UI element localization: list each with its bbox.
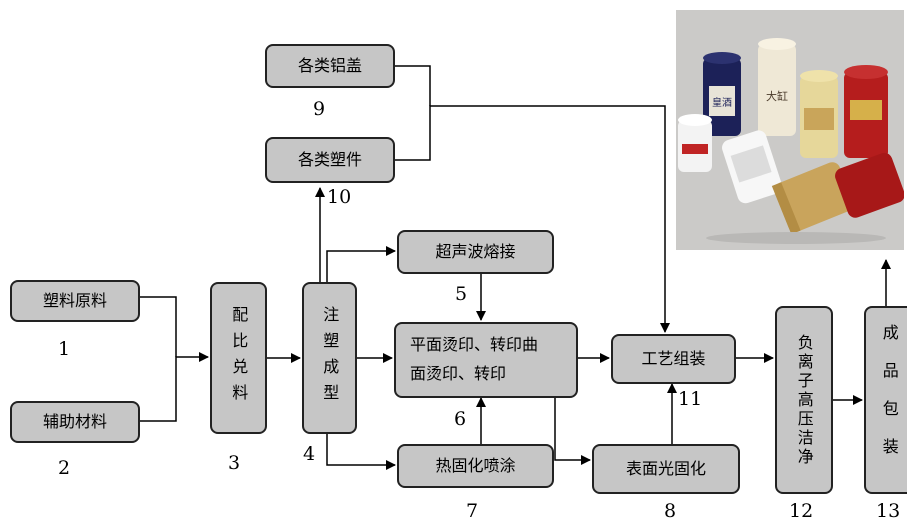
node-injection-molding: 注塑成型 xyxy=(302,282,357,434)
arrow-4-to-7 xyxy=(326,434,396,470)
node-ion-cleaning: 负离子高压洁净 xyxy=(775,306,833,494)
node-mixing: 配比兑料 xyxy=(210,282,267,434)
node-number-13: 13 xyxy=(876,500,901,522)
node-number-7: 7 xyxy=(466,500,479,522)
node-hot-stamping: 平面烫印、转印曲 面烫印、转印 xyxy=(394,322,578,398)
node-number-1: 1 xyxy=(58,338,71,360)
node-number-3: 3 xyxy=(228,452,241,474)
svg-text:皇酒: 皇酒 xyxy=(712,96,732,109)
node-uv-curing: 表面光固化 xyxy=(592,444,740,494)
bottle-caps-photo: 皇酒 大缸 xyxy=(676,10,904,250)
node-number-5: 5 xyxy=(455,283,468,305)
node-plastic-raw-material: 塑料原料 xyxy=(10,280,140,322)
arrow-6-to-8 xyxy=(554,398,591,465)
bottle-caps-illustration: 皇酒 大缸 xyxy=(676,10,904,250)
node-number-2: 2 xyxy=(58,457,71,479)
svg-text:大缸: 大缸 xyxy=(766,89,788,103)
node-number-8: 8 xyxy=(664,500,677,522)
arrow-4-to-5 xyxy=(326,246,396,282)
node-thermal-spray: 热固化喷涂 xyxy=(397,444,554,488)
node-number-6: 6 xyxy=(454,408,467,430)
node-number-10: 10 xyxy=(327,186,352,208)
node-number-11: 11 xyxy=(678,388,703,410)
arrow-2-to-3 xyxy=(140,352,209,422)
arrow-1-to-3 xyxy=(140,296,177,357)
node-number-12: 12 xyxy=(789,500,814,522)
arrow-10-to-11 xyxy=(395,105,670,333)
node-number-9: 9 xyxy=(313,98,326,120)
node-auxiliary-material: 辅助材料 xyxy=(10,401,140,443)
node-number-4: 4 xyxy=(303,443,316,465)
node-plastic-parts: 各类塑件 xyxy=(265,137,395,183)
arrow-9-to-junction xyxy=(395,65,431,106)
node-aluminum-caps: 各类铝盖 xyxy=(265,44,395,88)
node-ultrasonic-welding: 超声波熔接 xyxy=(397,230,554,274)
node-final-packaging: 成品包装 xyxy=(864,306,907,494)
node-assembly: 工艺组装 xyxy=(611,334,736,384)
